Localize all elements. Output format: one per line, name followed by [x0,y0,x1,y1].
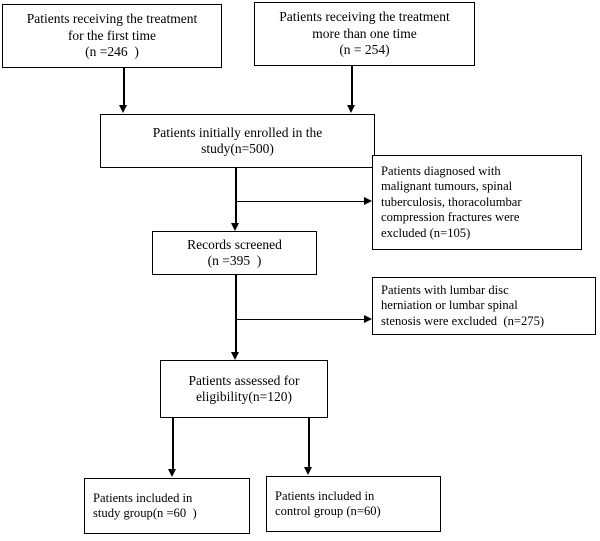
node-excluded-2-line-2: herniation or lumbar spinal [381,298,518,313]
arrowhead-screened-to-eligibility [231,352,240,360]
arrowhead-first-time-to-enrolled [119,105,128,113]
node-study-group-line-2: study group(n =60 ) [93,506,197,520]
node-assessed-eligibility: Patients assessed for eligibility(n=120) [160,360,328,418]
arrowhead-eligibility-to-study-group [168,469,177,477]
node-eligibility-line-1: Patients assessed for [188,372,300,388]
node-enrolled-line-1: Patients initially enrolled in the [152,124,323,140]
node-repeat-treatment: Patients receiving the treatment more th… [254,2,475,66]
node-excluded-2-line-1: Patients with lumbar disc [381,282,509,297]
node-enrolled-line-2: study(n=500) [201,141,274,156]
node-initially-enrolled: Patients initially enrolled in the study… [100,114,375,168]
node-first-time-line-3: (n =246 ) [85,44,139,60]
connector-eligibility-to-study-group [172,418,174,470]
node-excluded-malignant: Patients diagnosed with malignant tumour… [372,155,582,250]
arrowhead-enrolled-to-screened [231,223,240,231]
node-repeat-line-2: more than one time [312,25,417,41]
arrowhead-eligibility-to-control-group [304,467,313,475]
node-first-time-line-2: for the first time [67,27,157,43]
node-screened-line-1: Records screened [187,236,282,252]
arrowhead-screened-to-excluded-2 [364,315,372,324]
connector-enrolled-to-screened [235,168,237,224]
node-study-group-line-1: Patients included in [93,490,193,505]
node-excluded-1-line-4: compression fractures were [381,210,520,225]
node-eligibility-line-2: eligibility(n=120) [195,389,293,404]
node-excluded-2-line-3: stenosis were excluded (n=275) [381,313,545,328]
node-study-group: Patients included in study group(n =60 ) [84,478,250,534]
node-repeat-line-1: Patients receiving the treatment [279,9,450,25]
connector-screened-to-eligibility [235,275,237,353]
arrowhead-repeat-to-enrolled [347,105,356,113]
node-screened-line-2: (n =395 ) [207,253,262,268]
node-first-time-line-1: Patients receiving the treatment [26,11,198,27]
node-excluded-1-line-1: Patients diagnosed with [381,164,501,179]
node-excluded-1-line-2: malignant tumours, spinal [381,179,513,194]
node-control-group-line-1: Patients included in [275,488,375,503]
node-excluded-1-line-5: excluded (n=105) [381,225,471,240]
arrowhead-enrolled-to-excluded-1 [364,197,372,206]
node-control-group: Patients included in control group (n=60… [266,476,441,532]
connector-first-time-to-enrolled [123,68,125,106]
node-repeat-line-3: (n = 254) [339,42,390,58]
connector-enrolled-to-excluded-1 [235,201,365,203]
connector-screened-to-excluded-2 [235,319,365,321]
node-records-screened: Records screened (n =395 ) [152,231,317,275]
connector-repeat-to-enrolled [351,66,353,106]
node-excluded-herniation: Patients with lumbar disc herniation or … [372,277,596,335]
node-first-time-treatment: Patients receiving the treatment for the… [2,4,222,68]
node-control-group-line-2: control group (n=60) [275,504,381,518]
node-excluded-1-line-3: tuberculosis, thoracolumbar [381,194,522,209]
connector-eligibility-to-control-group [308,418,310,468]
